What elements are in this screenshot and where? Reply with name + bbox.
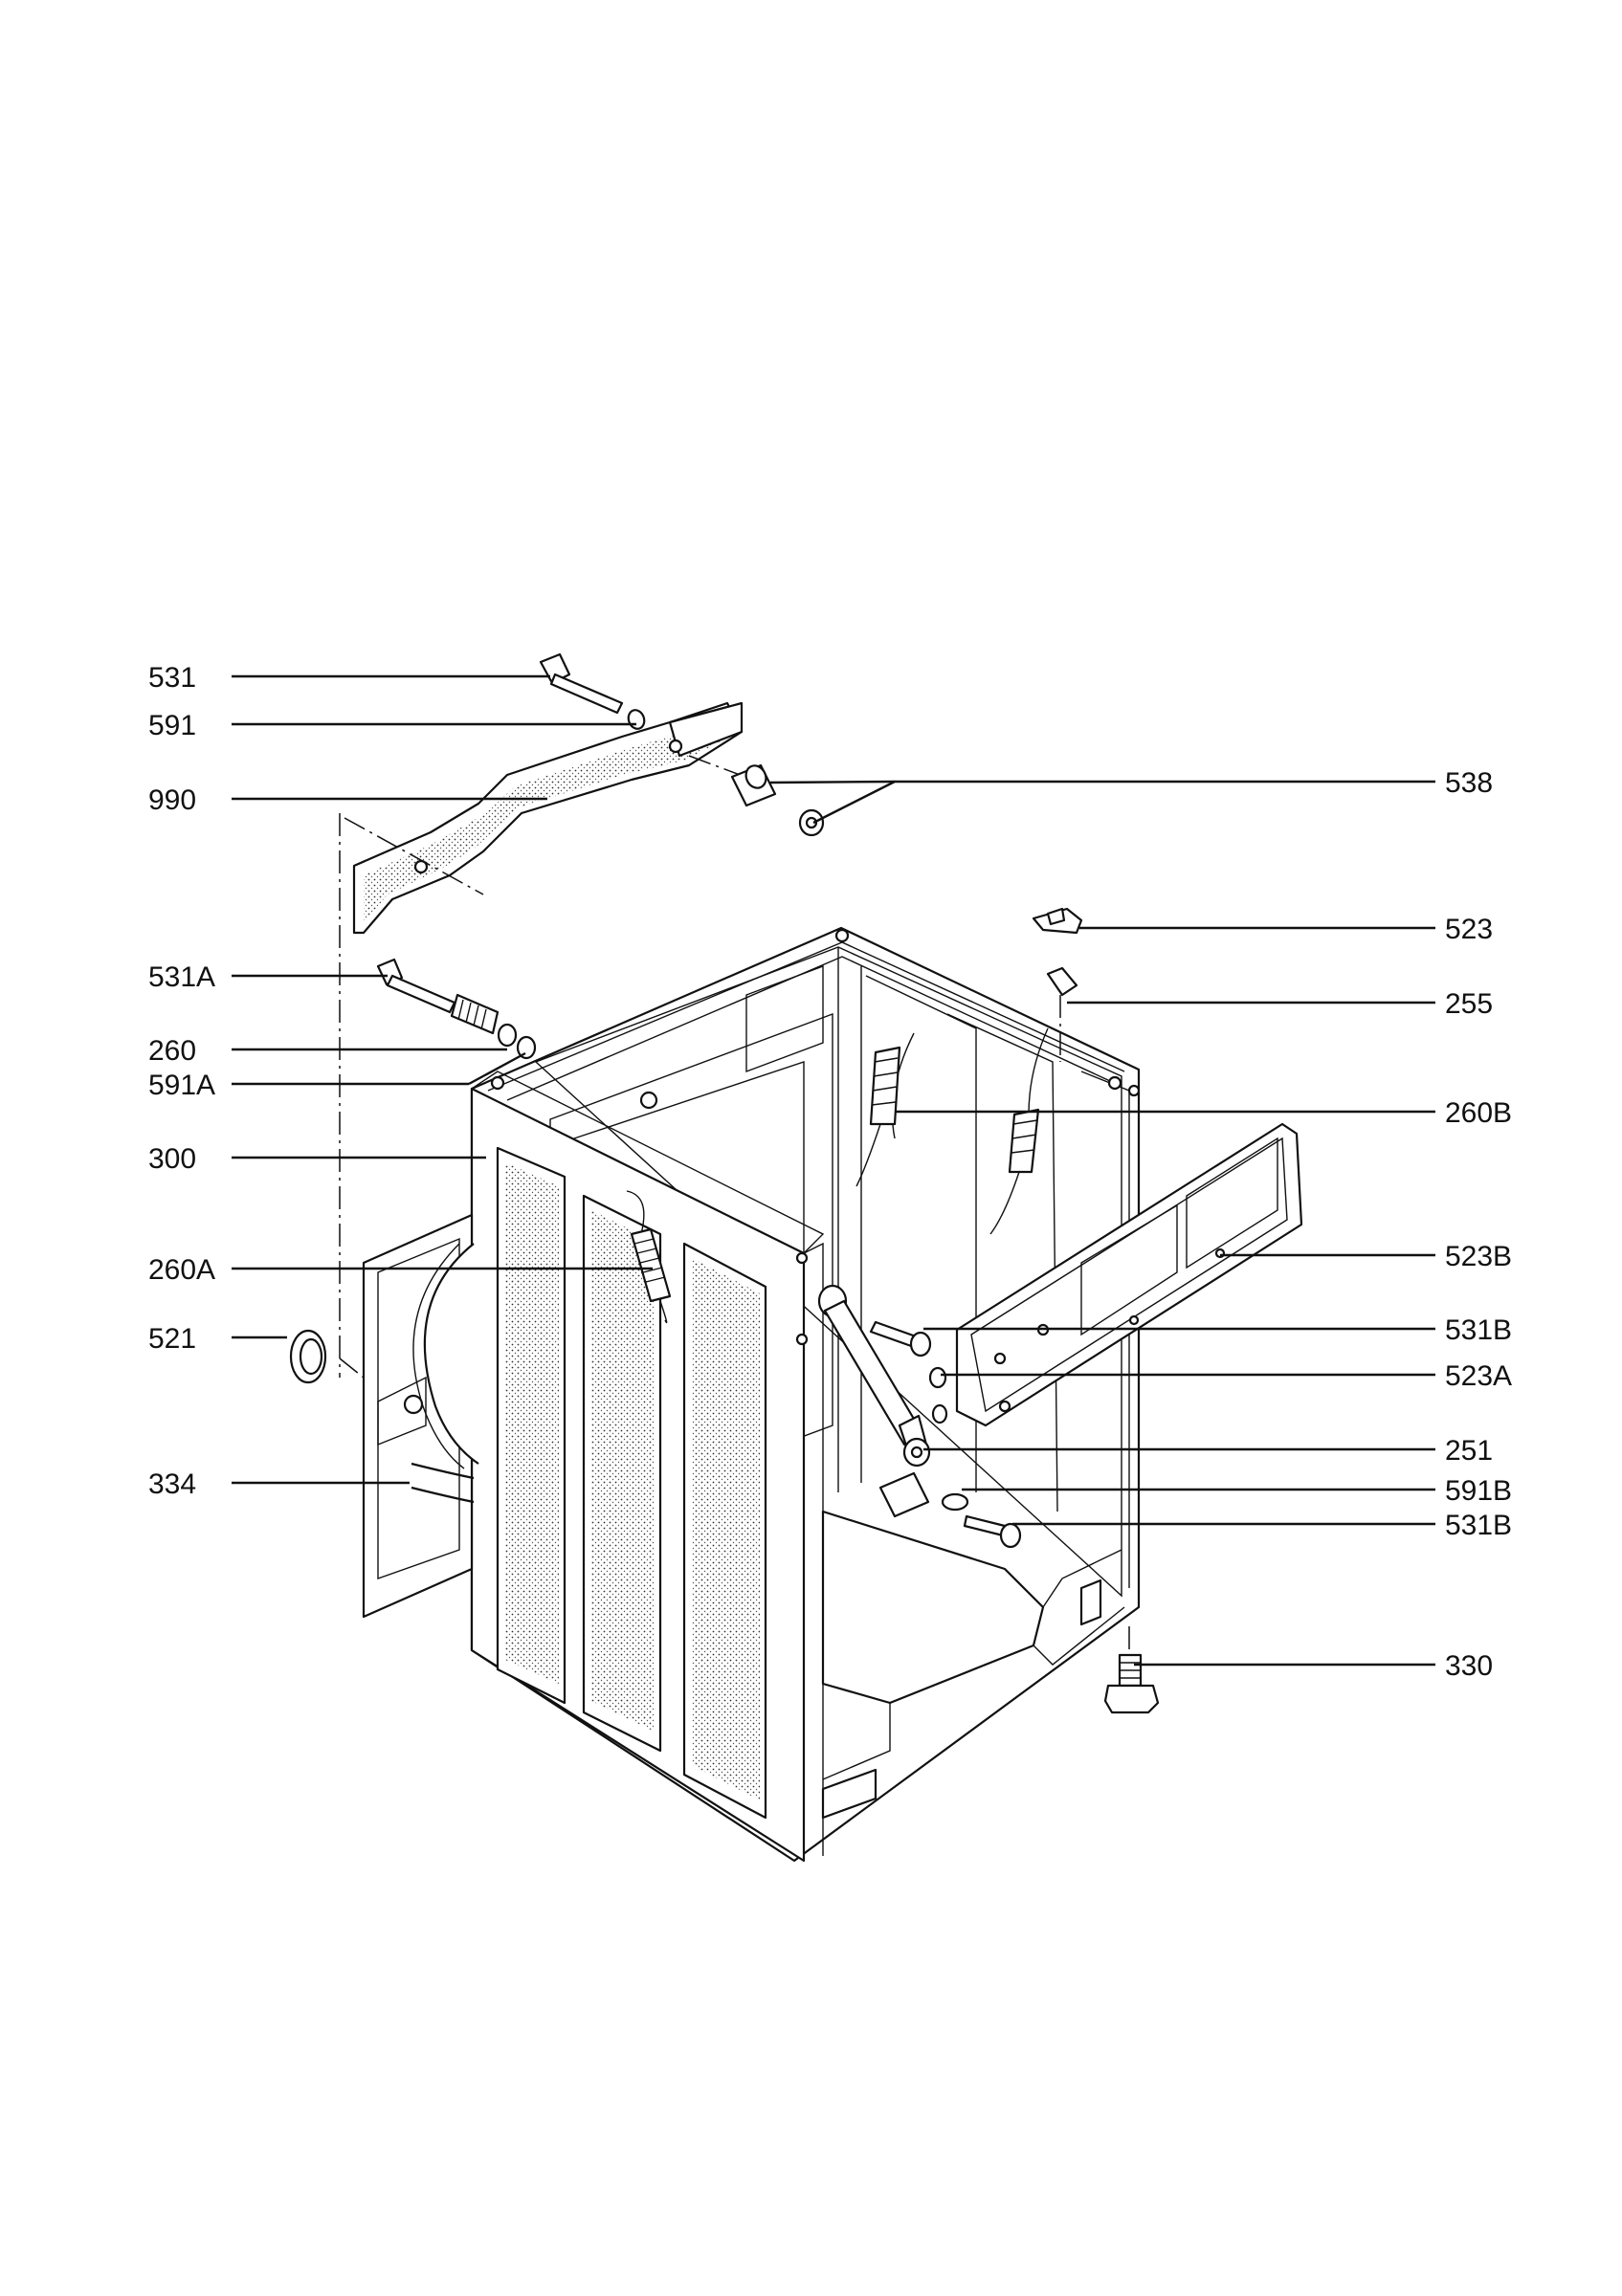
callout-labels: 531 591 990 531A 260 591A 300 260A 521 3… xyxy=(148,662,1512,1682)
callout-521: 521 xyxy=(148,1323,196,1355)
callout-523A: 523A xyxy=(1445,1360,1512,1392)
foot-330 xyxy=(1103,1626,1160,1714)
clips-523-255 xyxy=(1032,907,1083,1062)
callout-531A: 531A xyxy=(148,961,215,993)
callout-990: 990 xyxy=(148,784,196,816)
callout-591B: 591B xyxy=(1445,1475,1512,1507)
callout-260: 260 xyxy=(148,1035,196,1067)
fixings-531B xyxy=(869,1320,1022,1549)
callout-334: 334 xyxy=(148,1468,196,1500)
callout-531: 531 xyxy=(148,662,196,694)
callout-591A: 591A xyxy=(148,1070,215,1101)
left-side-panel xyxy=(362,1213,479,1619)
callout-531B-upper: 531B xyxy=(1445,1314,1512,1346)
shock-absorber-251 xyxy=(817,1284,931,1468)
grommet-521 xyxy=(289,1329,365,1384)
callout-591: 591 xyxy=(148,710,196,741)
cross-member-990 xyxy=(339,701,767,1378)
bolt-531A xyxy=(376,958,537,1060)
callout-260B: 260B xyxy=(1445,1097,1512,1129)
callout-260A: 260A xyxy=(148,1254,215,1286)
leader-lines xyxy=(232,674,1435,1667)
callout-531B-lower: 531B xyxy=(1445,1510,1512,1541)
callout-523: 523 xyxy=(1445,914,1493,945)
callout-251: 251 xyxy=(1445,1435,1493,1467)
bush-538 xyxy=(730,763,825,837)
callout-255: 255 xyxy=(1445,988,1493,1020)
callout-523B: 523B xyxy=(1445,1241,1512,1272)
cabinet-300 xyxy=(470,926,1141,1863)
callout-538: 538 xyxy=(1445,767,1493,799)
callout-330: 330 xyxy=(1445,1650,1493,1682)
rail-523B xyxy=(955,1122,1303,1427)
callout-300: 300 xyxy=(148,1143,196,1175)
bolt-531 xyxy=(539,652,646,730)
